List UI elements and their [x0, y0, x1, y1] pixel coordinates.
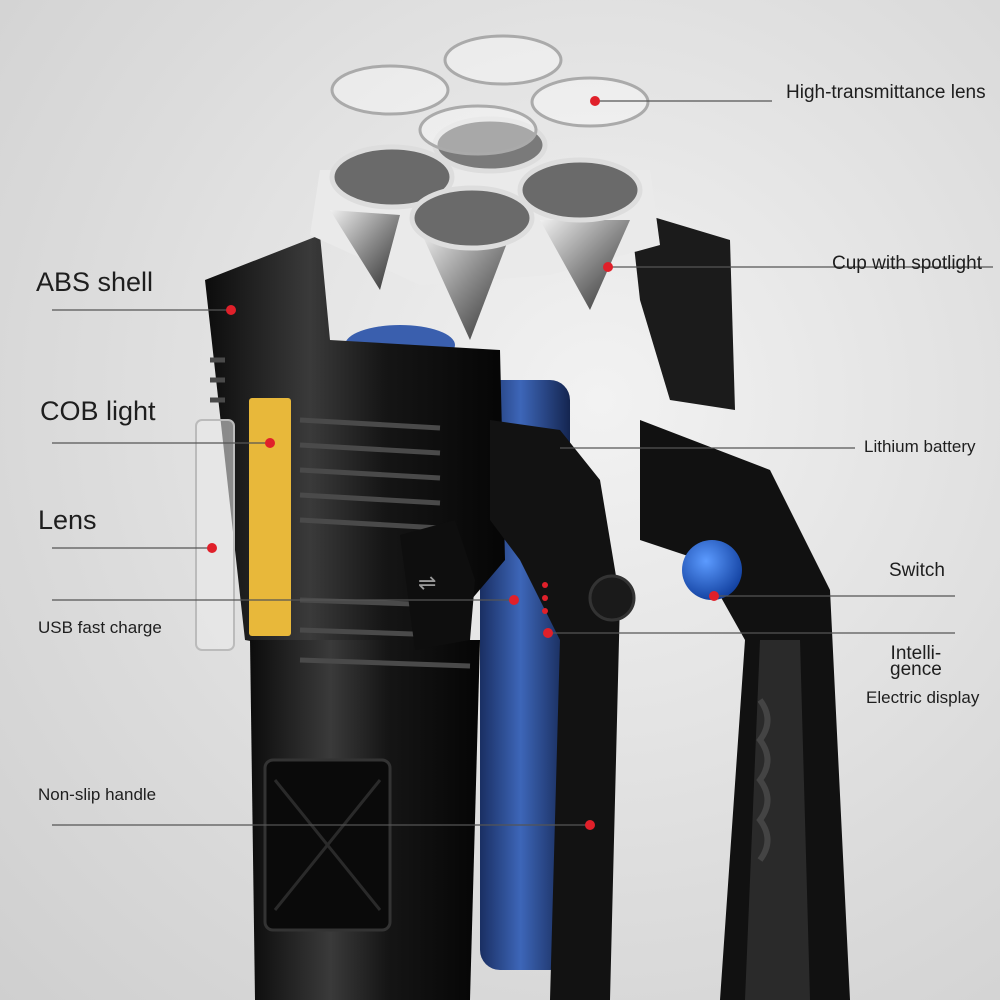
switch-button — [588, 540, 742, 622]
label-lens: Lens — [38, 505, 97, 535]
reflector-cups — [310, 116, 660, 340]
label-non-slip-handle: Non-slip handle — [38, 785, 157, 804]
power-display-icon — [542, 582, 548, 614]
label-intelligence-line2: gence — [890, 659, 942, 680]
usb-port: ⇌ — [400, 520, 475, 650]
label-cob-light: COB light — [40, 396, 156, 426]
label-high-transmittance-lens: High-transmittance lens — [786, 82, 986, 103]
callout-markers — [207, 96, 719, 830]
high-transmittance-lens-cluster — [330, 34, 650, 156]
side-lens — [195, 419, 235, 651]
svg-text:⇌: ⇌ — [418, 571, 436, 596]
label-lithium-battery: Lithium battery — [864, 437, 976, 456]
label-cup-with-spotlight: Cup with spotlight — [832, 253, 982, 274]
label-abs-shell: ABS shell — [36, 267, 154, 297]
label-usb-fast-charge: USB fast charge — [38, 618, 162, 637]
label-switch: Switch — [889, 560, 945, 581]
label-electric-display: Electric display — [866, 688, 980, 707]
leader-lines — [52, 100, 993, 826]
label-intelligence: Intelli- gence — [890, 643, 942, 680]
cob-light-panel — [249, 398, 291, 636]
non-slip-handle — [640, 420, 850, 1000]
label-intelligence-line1: Intelli- — [890, 643, 942, 664]
